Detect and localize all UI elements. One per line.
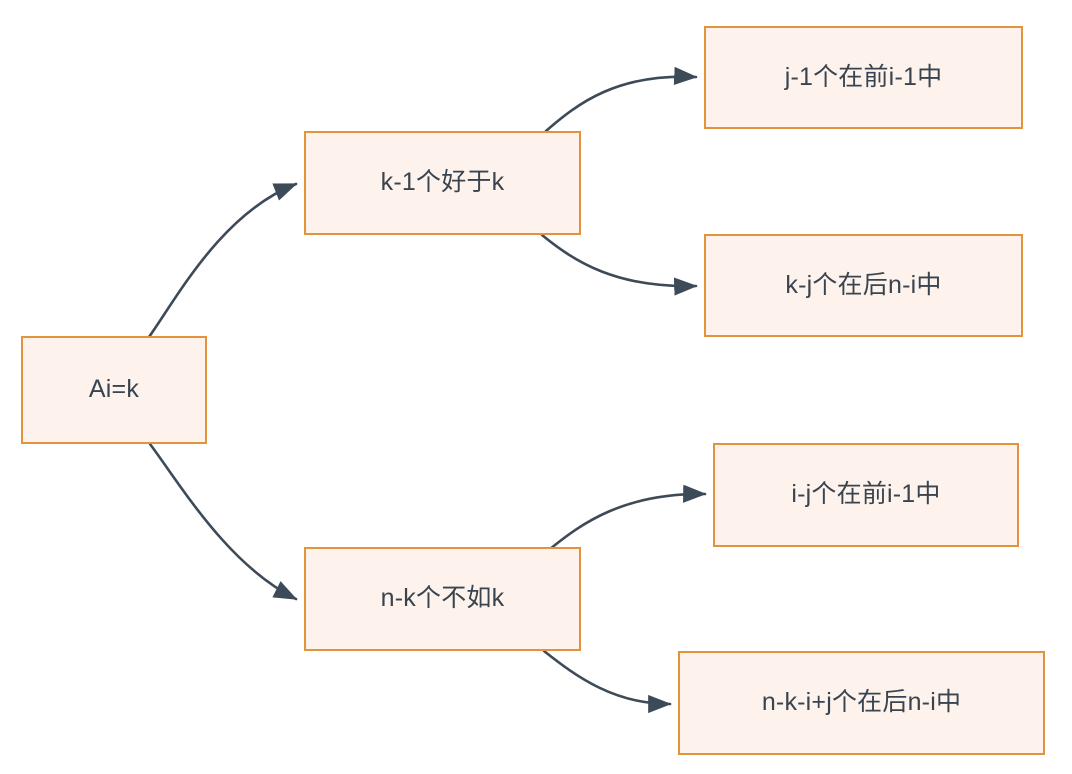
node-ai-equals-k[interactable]: Ai=k: [21, 336, 207, 444]
edge-worse-to-ij: [548, 484, 707, 551]
node-label: n-k-i+j个在后n-i中: [761, 688, 962, 717]
node-j-minus-1-in-front-i-minus-1[interactable]: j-1个在前i-1中: [704, 26, 1023, 129]
node-label: j-1个在前i-1中: [784, 62, 943, 91]
node-label: k-1个好于k: [380, 168, 505, 197]
node-i-minus-j-in-front-i-minus-1[interactable]: i-j个在前i-1中: [713, 443, 1019, 547]
node-k-minus-j-in-back-n-minus-i[interactable]: k-j个在后n-i中: [704, 234, 1023, 337]
node-n-minus-k-minus-i-plus-j-in-back-n-minus-i[interactable]: n-k-i+j个在后n-i中: [678, 651, 1045, 755]
node-k-minus-1-better-than-k[interactable]: k-1个好于k: [304, 131, 581, 235]
edge-better-to-jm1: [544, 66, 698, 133]
node-label: i-j个在前i-1中: [791, 480, 941, 509]
node-label: k-j个在后n-i中: [785, 270, 942, 299]
edge-root-to-better: [147, 182, 298, 339]
edge-better-to-kj: [540, 233, 698, 296]
node-n-minus-k-worse-than-k[interactable]: n-k个不如k: [304, 547, 581, 651]
node-label: n-k个不如k: [380, 584, 505, 613]
node-label: Ai=k: [88, 375, 140, 404]
edge-worse-to-nkij: [542, 649, 672, 714]
edge-root-to-worse: [148, 442, 298, 601]
